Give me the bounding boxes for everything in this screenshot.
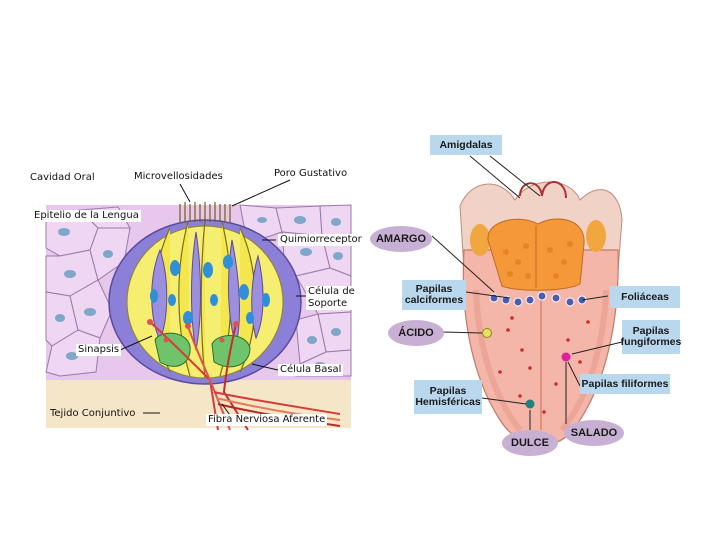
sweet-dot (525, 399, 535, 409)
label-chemoreceptor: Quimiorreceptor (278, 234, 364, 246)
sour-dot (482, 328, 492, 338)
label-support-cell: Célula de Soporte (306, 286, 357, 310)
label-foliate: Foliáceas (610, 286, 680, 308)
label-sour: ÁCIDO (388, 320, 444, 346)
taste-bud-diagram: Cavidad Oral Microvellosidades Poro Gust… (30, 168, 364, 431)
label-basal-cell: Célula Basal (278, 364, 344, 376)
label-salty: SALADO (564, 420, 624, 446)
label-oral-cavity: Cavidad Oral (30, 172, 95, 183)
label-microvilli: Microvellosidades (134, 171, 223, 182)
tongue-diagram: Amigdalas AMARGO Papilas calciformes Fol… (370, 0, 720, 540)
label-afferent-fiber: Fibra Nerviosa Aferente (206, 414, 328, 426)
tongue-illustration (431, 155, 623, 447)
label-taste-pore: Poro Gustativo (274, 168, 348, 179)
label-synapse: Sinapsis (76, 344, 122, 356)
label-connective-tissue: Tejido Conjuntivo (50, 408, 136, 419)
label-circumvallate: Papilas calciformes (402, 280, 466, 310)
label-hemispheric: Papilas Hemisféricas (414, 380, 482, 414)
label-tonsils: Amigdalas (430, 135, 502, 155)
label-bitter: AMARGO (370, 226, 432, 252)
label-sweet: DULCE (502, 430, 558, 456)
label-epithelium: Epitelio de la Lengua (32, 210, 141, 222)
taste-bud-illustration (45, 179, 352, 431)
label-filiform: Papilas filiformes (580, 374, 670, 394)
label-fungiform: Papilas fungiformes (621, 320, 681, 354)
salty-dot (561, 352, 571, 362)
